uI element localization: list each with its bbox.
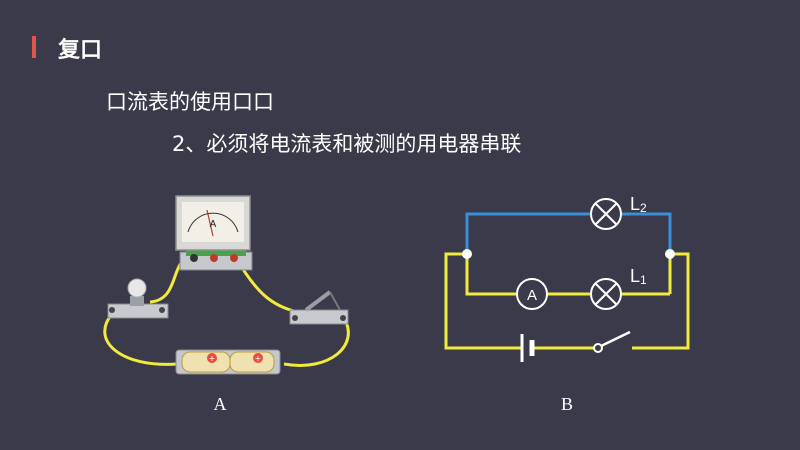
svg-text:+: +: [209, 354, 216, 363]
lamp-l2-label: L2: [630, 194, 647, 215]
battery-symbol: [520, 334, 535, 362]
knife-switch: [289, 290, 349, 325]
rule-text: 2、必须将电流表和被测的用电器串联: [172, 132, 522, 156]
figure-a-label: A: [214, 394, 227, 414]
lamp-l1-label: L1: [630, 266, 647, 287]
outer-right-wire: [632, 252, 690, 350]
figure-a-physical-circuit: A + +: [103, 195, 350, 414]
wire-bulb-to-battery: [103, 313, 179, 366]
lamp-l2-symbol: [590, 198, 622, 230]
ammeter-letter: A: [210, 219, 217, 230]
switch-symbol: [593, 330, 631, 353]
battery-pack: + +: [175, 349, 281, 375]
figure-b-schematic: L2 A L1 B: [444, 194, 690, 414]
junction-dot-right: [665, 249, 675, 259]
svg-text:+: +: [255, 354, 262, 363]
title-accent-bar: [32, 36, 36, 58]
slide-subtitle: 口流表的使用口口: [106, 90, 274, 114]
ammeter-symbol-letter: A: [527, 287, 537, 304]
wire-battery-to-switch: [283, 317, 350, 367]
bulb-holder: [107, 278, 169, 319]
junction-dot-left: [462, 249, 472, 259]
slide-title: 复口: [58, 38, 103, 63]
outer-left-wire: [444, 252, 522, 350]
figure-b-label: B: [561, 394, 573, 414]
ammeter-symbol: A: [516, 278, 548, 310]
ammeter-device: A: [175, 195, 253, 271]
blue-branch-wire: [465, 212, 672, 254]
lamp-l1-symbol: [590, 278, 622, 310]
